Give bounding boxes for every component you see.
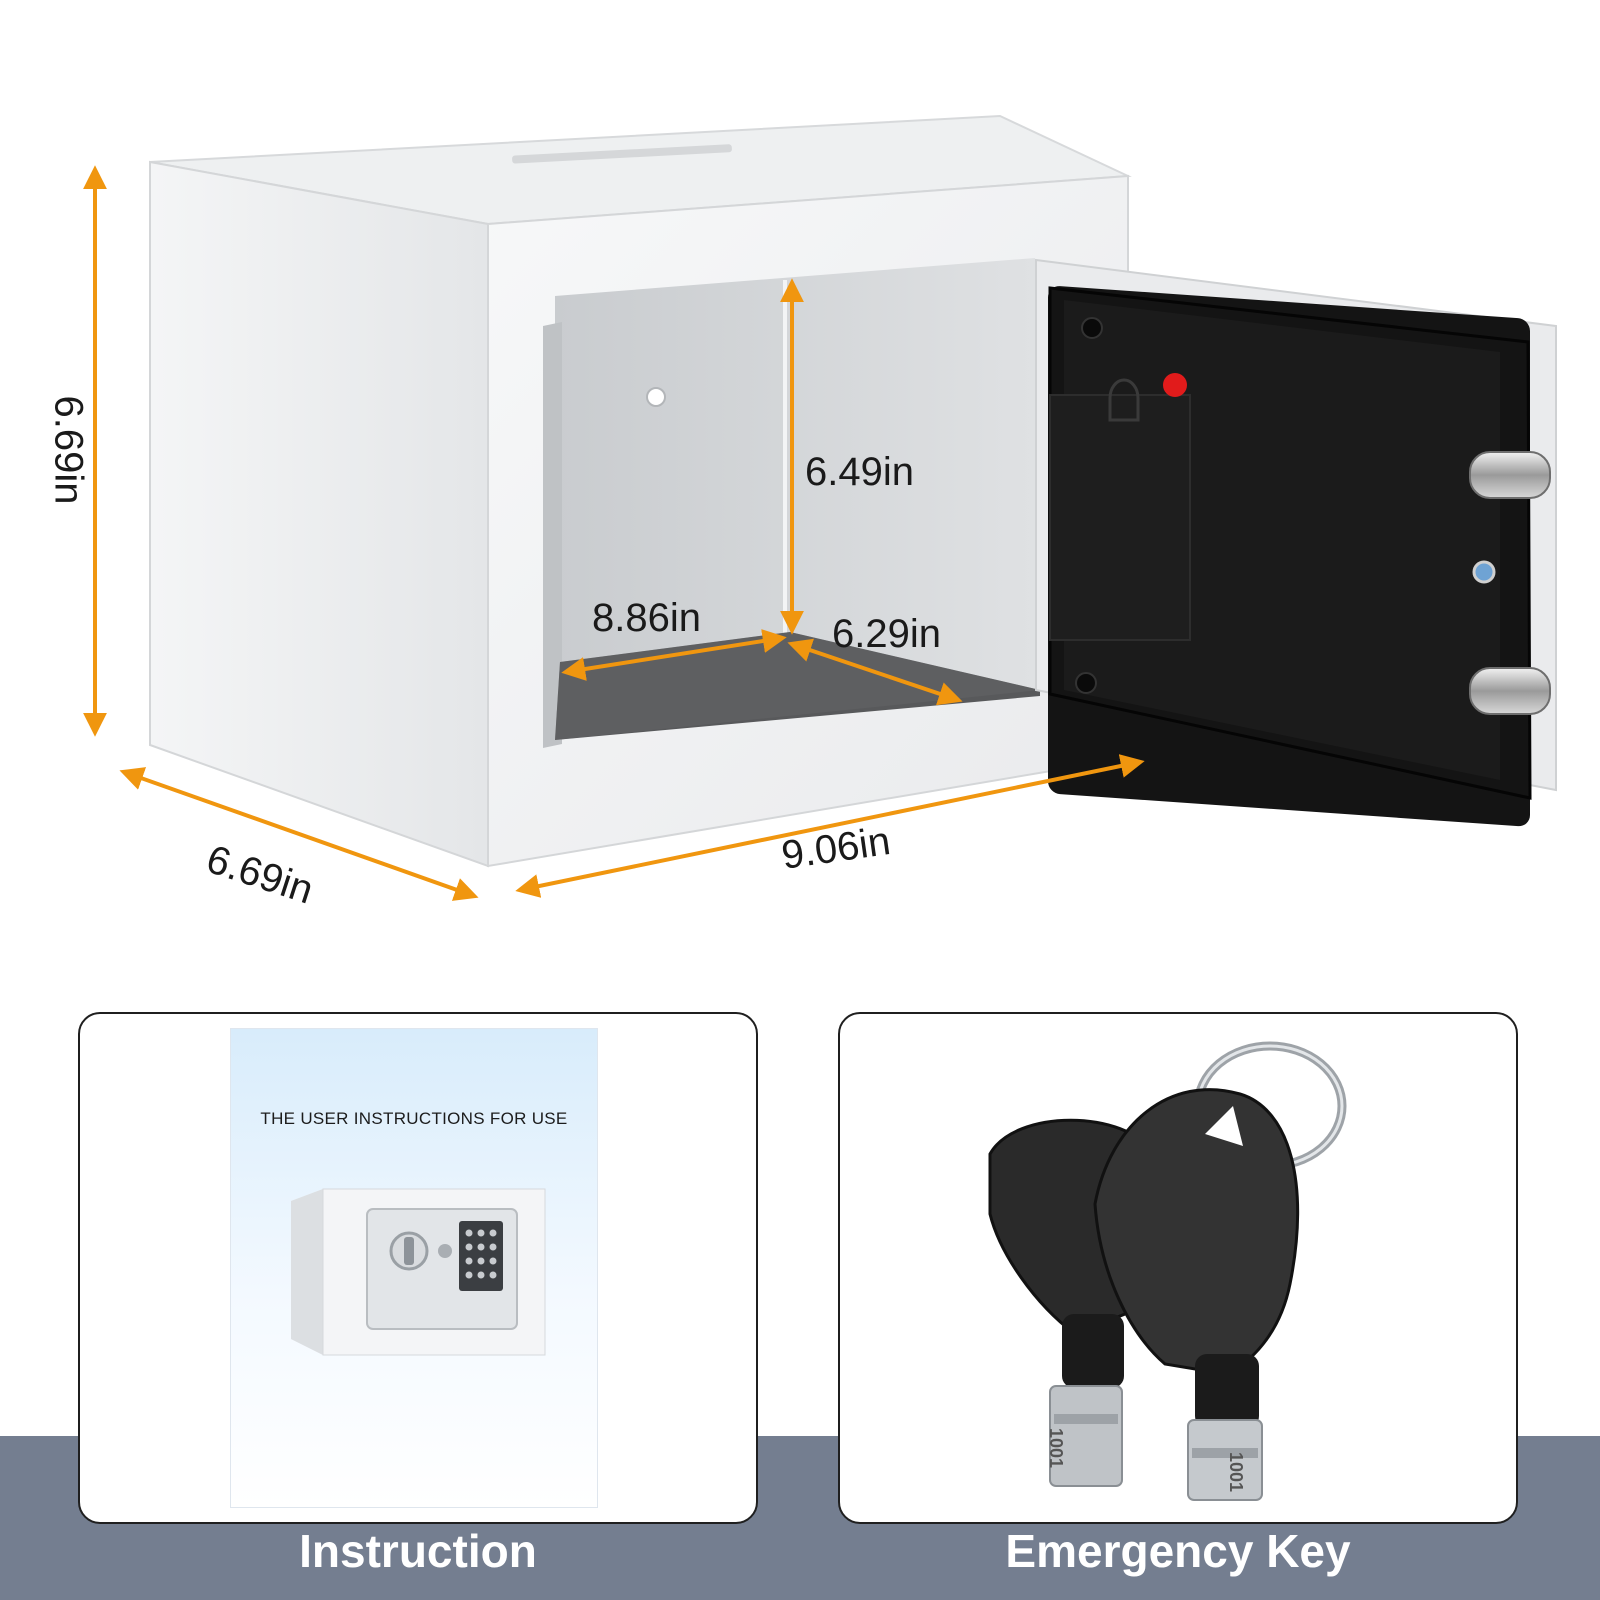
inner-height-label: 6.49in — [805, 450, 914, 494]
instruction-manual: THE USER INSTRUCTIONS FOR USE — [230, 1028, 598, 1508]
inner-width-label: 8.86in — [592, 596, 701, 640]
manual-safe-image — [291, 1188, 546, 1356]
key-blade-right — [1187, 1419, 1263, 1501]
key-blade-left — [1049, 1385, 1123, 1487]
instruction-caption: Instruction — [299, 1525, 537, 1577]
outer-width-arrow — [515, 754, 1145, 898]
inner-depth-label: 6.29in — [832, 612, 941, 656]
safe-illustration — [83, 114, 1557, 901]
battery-cover — [1049, 394, 1191, 641]
manual-title: THE USER INSTRUCTIONS FOR USE — [260, 1109, 568, 1128]
reset-button — [1163, 373, 1187, 397]
anchor-hole — [646, 387, 666, 407]
outer-height-label: 6.69in — [46, 395, 91, 505]
instruction-card: THE USER INSTRUCTIONS FOR USE — [78, 1012, 758, 1524]
key-code-left: 1001 — [1046, 1428, 1066, 1469]
lock-bolt-bottom — [1469, 667, 1551, 715]
emergency-key-card: 1001 1001 — [838, 1012, 1518, 1524]
emergency-key-caption: Emergency Key — [1005, 1525, 1351, 1577]
key-head-right-icon — [1093, 1088, 1300, 1376]
emergency-keys-image — [988, 1041, 1347, 1501]
safe-interior-left-wall — [543, 322, 562, 748]
key-code-right: 1001 — [1226, 1452, 1246, 1493]
deposit-slot — [512, 144, 732, 164]
safe-side-face — [149, 160, 489, 868]
lock-bolt-top — [1469, 451, 1551, 499]
inner-depth-arrow — [787, 638, 963, 706]
outer-depth-arrow — [119, 767, 479, 901]
inner-width-arrow — [561, 629, 787, 681]
